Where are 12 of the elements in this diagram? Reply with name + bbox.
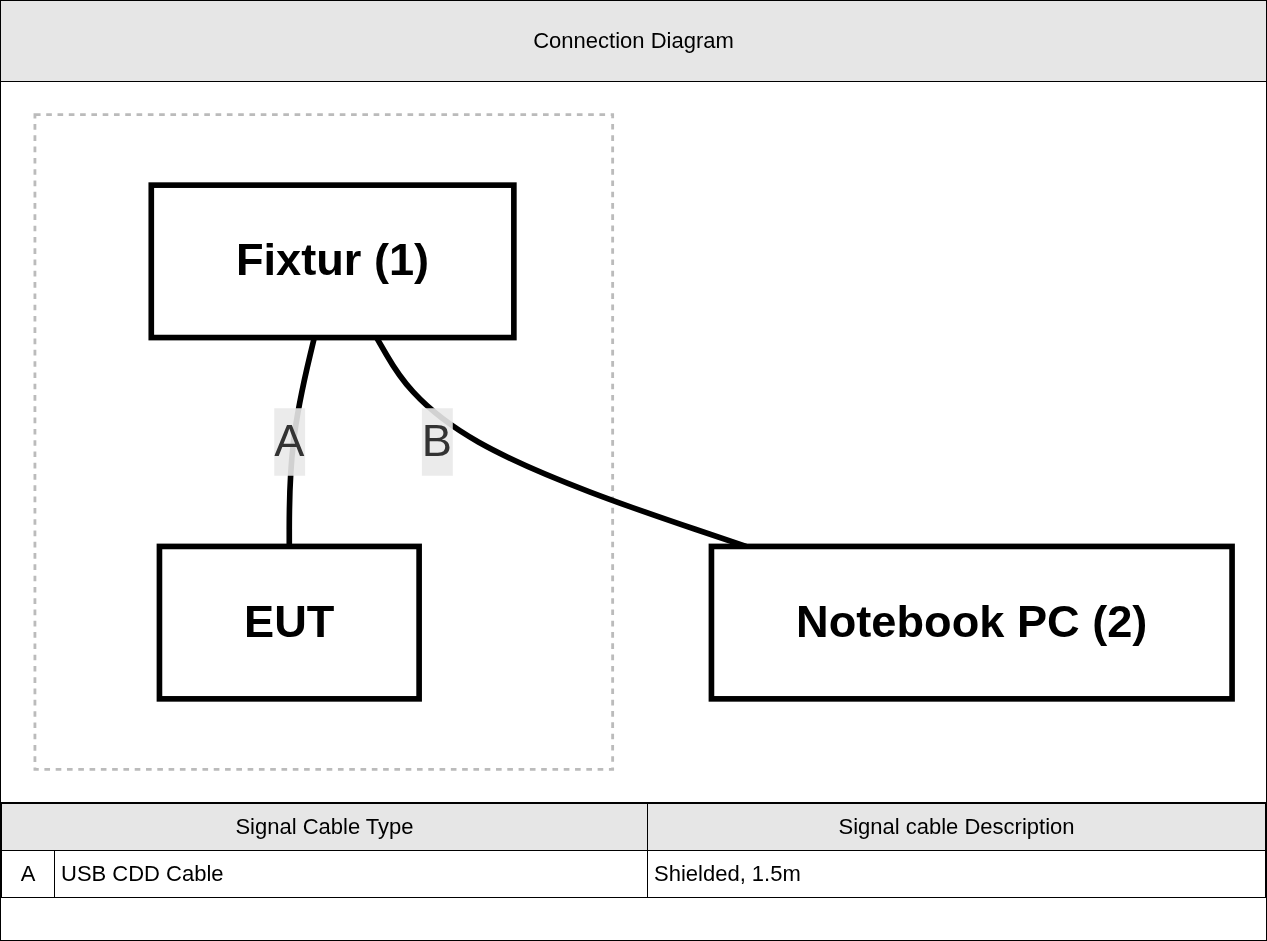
table-cell: USB CDD Cable <box>54 850 648 898</box>
node-box: Fixtur (1) <box>148 182 517 341</box>
node-box: EUT <box>156 543 422 702</box>
column-header: Signal cable Description <box>647 803 1266 851</box>
table-cell: Shielded, 1.5m <box>647 850 1266 898</box>
edge-label: A <box>274 416 305 465</box>
node-box: Notebook PC (2) <box>708 543 1235 702</box>
column-header: Signal Cable Type <box>1 803 648 851</box>
diagram-title: Connection Diagram <box>1 1 1266 82</box>
edge-label: B <box>421 416 452 465</box>
cluster <box>33 113 615 771</box>
table-cell: A <box>1 850 55 898</box>
